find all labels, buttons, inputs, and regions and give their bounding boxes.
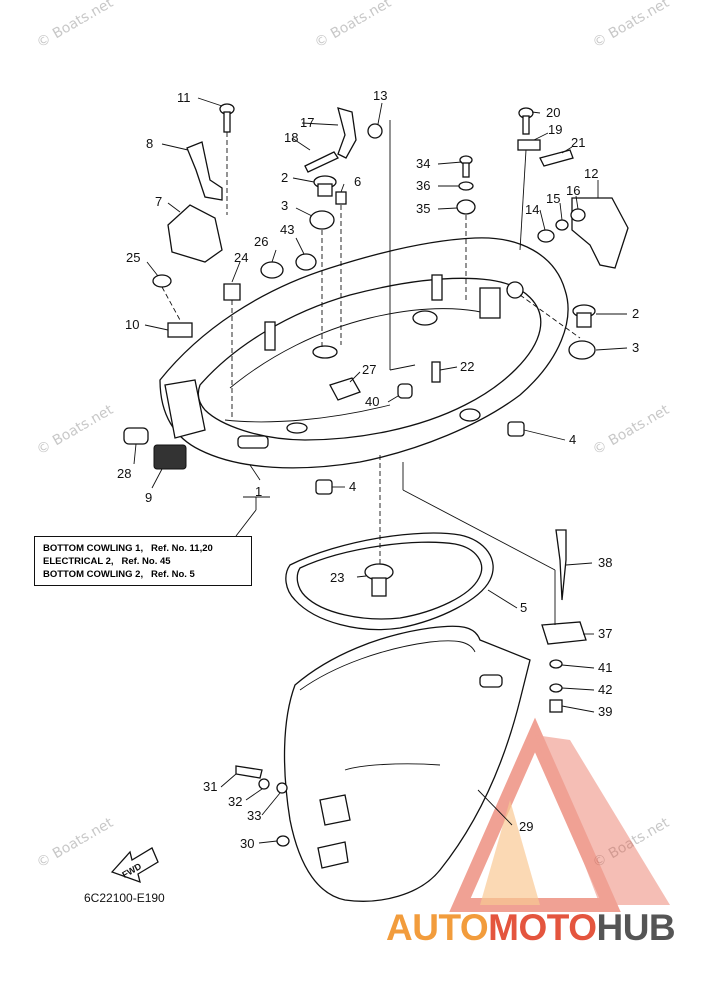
callout-labels: 1 2 2 3 3 4 4 5 6 7 8 9 10 11 12 13 14 1… [117,88,639,851]
callout-3: 3 [632,340,639,355]
callout-42: 42 [598,682,612,697]
callout-35: 35 [416,201,430,216]
logo-part-hub: HUB [596,907,676,948]
watermark: © Boats.net [590,402,672,459]
callout-18: 18 [284,130,298,145]
callout-22: 22 [460,359,474,374]
callout-33: 33 [247,808,261,823]
reference-line: BOTTOM COWLING 2, Ref. No. 5 [43,569,195,580]
fwd-arrow-icon: FWD [110,847,159,884]
callout-40: 40 [365,394,379,409]
callout-36: 36 [416,178,430,193]
callout-30: 30 [240,836,254,851]
callout-25: 25 [126,250,140,265]
watermark: © Boats.net [34,402,116,459]
bottom-cowling-lower [283,625,531,902]
callout-6: 6 [354,174,361,189]
callout-28: 28 [117,466,131,481]
logo-part-moto: MOTO [488,907,597,948]
callout-34: 34 [416,156,430,171]
callout-10: 10 [125,317,139,332]
callout-3: 3 [281,198,288,213]
watermark: © Boats.net [590,0,672,51]
callout-14: 14 [525,202,539,217]
callout-2: 2 [281,170,288,185]
callout-32: 32 [228,794,242,809]
callout-21: 21 [571,135,585,150]
callout-15: 15 [546,191,560,206]
reference-line: ELECTRICAL 2, Ref. No. 45 [43,556,171,567]
callout-12: 12 [584,166,598,181]
callout-19: 19 [548,122,562,137]
callout-4: 4 [349,479,356,494]
callout-38: 38 [598,555,612,570]
callout-43: 43 [280,222,294,237]
leader-lines [133,97,628,844]
cowling-seal [285,532,494,631]
callout-29: 29 [519,819,533,834]
callout-7: 7 [155,194,162,209]
callout-2: 2 [632,306,639,321]
callout-39: 39 [598,704,612,719]
callout-23: 23 [330,570,344,585]
watermark: © Boats.net [34,0,116,51]
watermark: © Boats.net [312,0,394,51]
callout-26: 26 [254,234,268,249]
callout-5: 5 [520,600,527,615]
callout-11: 11 [177,90,191,105]
callout-1: 1 [255,484,262,499]
callout-4: 4 [569,432,576,447]
bottom-cowling-upper [159,237,569,469]
reference-note: BOTTOM COWLING 1, Ref. No. 11,20 ELECTRI… [34,536,252,586]
small-parts [123,103,629,847]
callout-41: 41 [598,660,612,675]
logo: AUTOMOTOHUB [386,907,676,949]
reference-line: BOTTOM COWLING 1, Ref. No. 11,20 [43,543,213,554]
logo-part-auto: AUTO [386,907,489,948]
callout-9: 9 [145,490,152,505]
callout-37: 37 [598,626,612,641]
callout-31: 31 [203,779,217,794]
callout-24: 24 [234,250,248,265]
callout-27: 27 [362,362,376,377]
watermark: © Boats.net [34,815,116,872]
callout-20: 20 [546,105,560,120]
diagram-code: 6C22100-E190 [84,891,165,905]
callout-17: 17 [300,115,314,130]
callout-8: 8 [146,136,153,151]
logo-triangle [449,717,670,912]
callout-13: 13 [373,88,387,103]
callout-16: 16 [566,183,580,198]
